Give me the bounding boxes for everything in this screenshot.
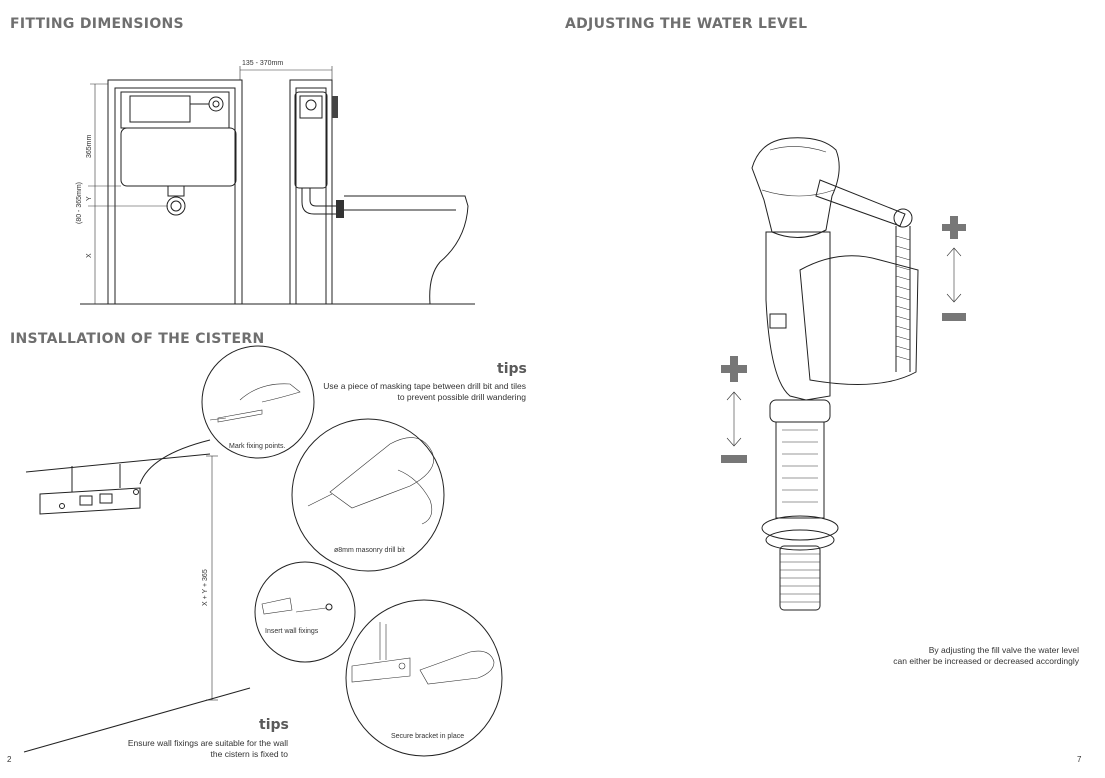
callout-tail-1 xyxy=(139,439,211,485)
toilet-pan xyxy=(344,195,469,305)
valve-head xyxy=(751,137,840,238)
wall-top-line xyxy=(25,453,211,473)
callout-mark xyxy=(201,345,315,459)
valve-body xyxy=(765,231,831,401)
installation-heading: INSTALLATION OF THE CISTERN xyxy=(10,331,265,347)
valve-shank-upper xyxy=(775,421,825,519)
callout-fixings xyxy=(254,561,356,663)
fitting-dimensions-heading: FITTING DIMENSIONS xyxy=(10,16,184,32)
tips-bottom-line-2: the cistern is fixed to xyxy=(210,749,288,759)
bracket-screwdriver xyxy=(351,622,495,685)
wall-plug-and-screw xyxy=(261,597,333,615)
drill-illustration xyxy=(307,437,434,525)
float-cup xyxy=(799,255,919,385)
tips-top-line-1: Use a piece of masking tape between dril… xyxy=(323,381,526,391)
wall-bracket xyxy=(39,464,141,515)
left-page-number: 2 xyxy=(7,755,12,764)
floor-diagonal xyxy=(23,687,251,753)
right-page-number: 7 xyxy=(1077,755,1082,764)
cistern-valve-box xyxy=(129,95,191,123)
caption-mark: Mark fixing points. xyxy=(229,443,286,450)
installation-diagram xyxy=(23,345,503,757)
frame-front-inner xyxy=(114,87,236,305)
minus-icon-upper xyxy=(942,313,966,321)
tips-text-top: Use a piece of masking tape between dril… xyxy=(323,381,526,403)
water-level-note: By adjusting the fill valve the water le… xyxy=(893,645,1079,667)
note-line-2: can either be increased or decreased acc… xyxy=(893,656,1079,666)
tips-bottom-line-1: Ensure wall fixings are suitable for the… xyxy=(127,738,288,748)
adjustment-spring xyxy=(895,226,911,372)
flush-pipe xyxy=(301,188,338,215)
frame-side-inner xyxy=(295,87,327,305)
top-width-label: 135 - 370mm xyxy=(242,60,284,67)
caption-fixings: Insert wall fixings xyxy=(265,628,319,635)
tips-title-bottom: tips xyxy=(259,717,289,733)
fitting-dimensions-diagram xyxy=(80,66,475,305)
cistern-side xyxy=(294,91,328,189)
caption-secure: Secure bracket in place xyxy=(391,733,465,740)
tips-title-top: tips xyxy=(497,361,527,377)
valve-collar xyxy=(769,399,831,423)
tips-text-bottom: Ensure wall fixings are suitable for the… xyxy=(128,738,288,760)
adjusting-water-level-heading: ADJUSTING THE WATER LEVEL xyxy=(565,16,808,32)
threaded-tail xyxy=(779,545,821,611)
float-arm xyxy=(815,179,906,227)
base-washer xyxy=(761,515,839,541)
tips-top-line-2: to prevent possible drill wandering xyxy=(397,392,526,402)
push-button-inner xyxy=(212,100,220,108)
callout-secure xyxy=(345,599,503,757)
note-line-1: By adjusting the fill valve the water le… xyxy=(928,645,1079,655)
caption-drill: ø8mm masonry drill bit xyxy=(334,547,405,554)
valve-clip xyxy=(769,313,787,329)
callout-drill xyxy=(291,418,445,572)
minus-icon-lower xyxy=(721,455,747,463)
